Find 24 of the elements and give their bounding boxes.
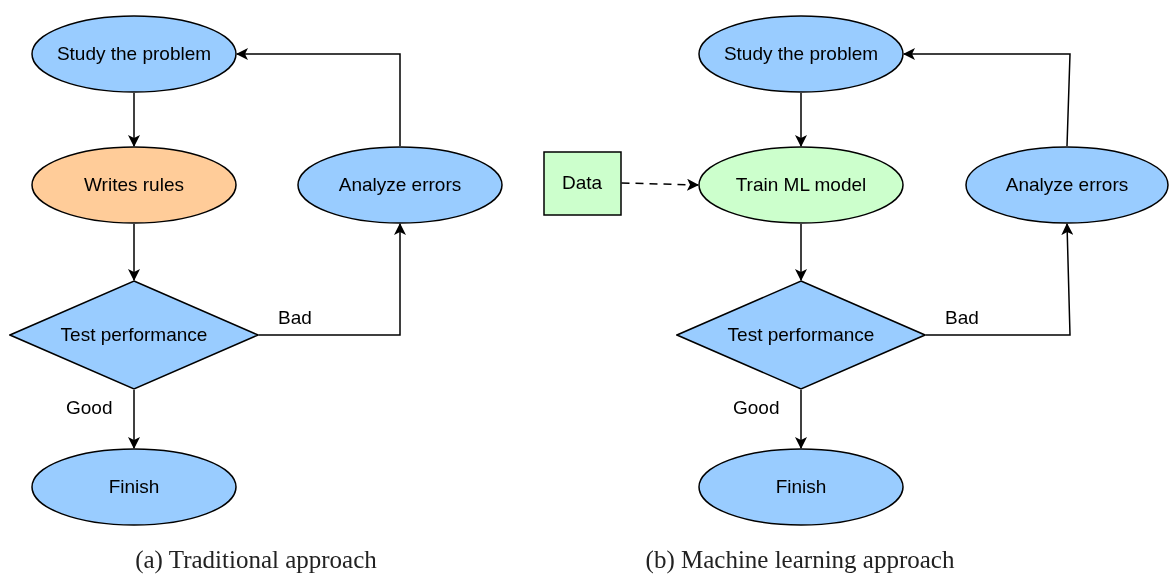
node-label: Analyze errors bbox=[1005, 174, 1129, 196]
node-label: Study the problem bbox=[723, 43, 879, 65]
arrow bbox=[795, 92, 807, 147]
node-label: Test performance bbox=[727, 324, 875, 346]
node-label: Study the problem bbox=[56, 43, 212, 65]
node-label: Train ML model bbox=[735, 174, 867, 196]
node-label: Finish bbox=[775, 476, 827, 498]
arrow bbox=[128, 92, 140, 147]
figure-caption: (a) Traditional approach bbox=[135, 546, 377, 574]
arrow bbox=[795, 223, 807, 281]
arrow bbox=[903, 48, 1071, 147]
node-label: Test performance bbox=[60, 324, 208, 346]
arrow bbox=[795, 389, 807, 449]
arrow bbox=[128, 389, 140, 449]
arrow bbox=[258, 223, 406, 336]
node-label: Writes rules bbox=[84, 174, 184, 196]
arrow bbox=[236, 48, 401, 147]
node-label: Finish bbox=[108, 476, 160, 498]
arrow bbox=[128, 223, 140, 281]
node-label: Data bbox=[561, 172, 603, 194]
figure-caption: (b) Machine learning approach bbox=[645, 546, 955, 574]
dashed-arrow bbox=[620, 178, 699, 191]
node-label: Analyze errors bbox=[338, 174, 462, 196]
arrow bbox=[925, 223, 1074, 336]
